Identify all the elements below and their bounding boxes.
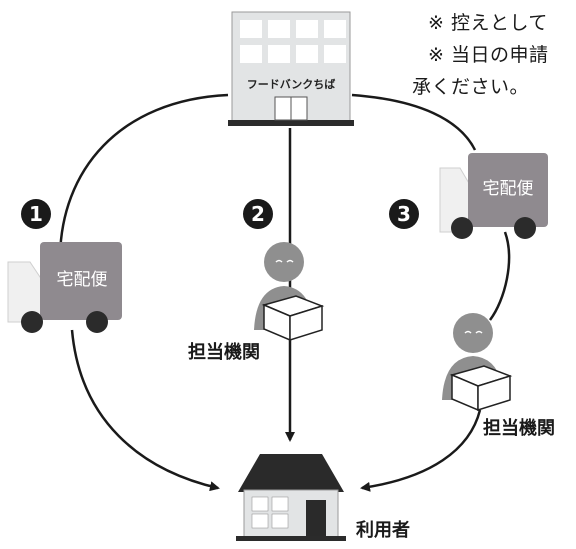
- note-line-1: ※ 控えとして: [428, 12, 548, 34]
- agency-label-right: 担当機関: [483, 418, 555, 439]
- route-1-line: [58, 93, 229, 261]
- delivery-truck-icon: [439, 153, 548, 239]
- route-number-badge: [21, 199, 51, 229]
- food-bank-building-icon: [228, 11, 354, 126]
- truck-3-label: 宅配便: [483, 179, 534, 199]
- route-1-number: 1: [29, 202, 43, 226]
- package-box-icon: [261, 295, 325, 342]
- route-number-badge: [389, 199, 419, 229]
- note-line-3: 承ください。: [412, 76, 530, 98]
- route-2-number: 2: [251, 202, 265, 226]
- note-line-2: ※ 当日の申請: [428, 44, 549, 66]
- package-box-icon: [449, 365, 513, 412]
- route-3-line-mid: [488, 231, 511, 321]
- route-3-line: [351, 93, 477, 151]
- route-3-line-lower: [360, 409, 482, 492]
- route-1-line-lower: [70, 329, 220, 492]
- truck-1-label: 宅配便: [57, 270, 108, 290]
- recipient-house-icon: [236, 454, 346, 541]
- delivery-truck-icon: [7, 242, 122, 333]
- route-3-number: 3: [397, 202, 411, 226]
- route-number-badge: [243, 199, 273, 229]
- recipient-label: 利用者: [356, 520, 410, 541]
- agency-label-center: 担当機関: [188, 342, 260, 363]
- building-sign: フードバンクちば: [247, 77, 336, 91]
